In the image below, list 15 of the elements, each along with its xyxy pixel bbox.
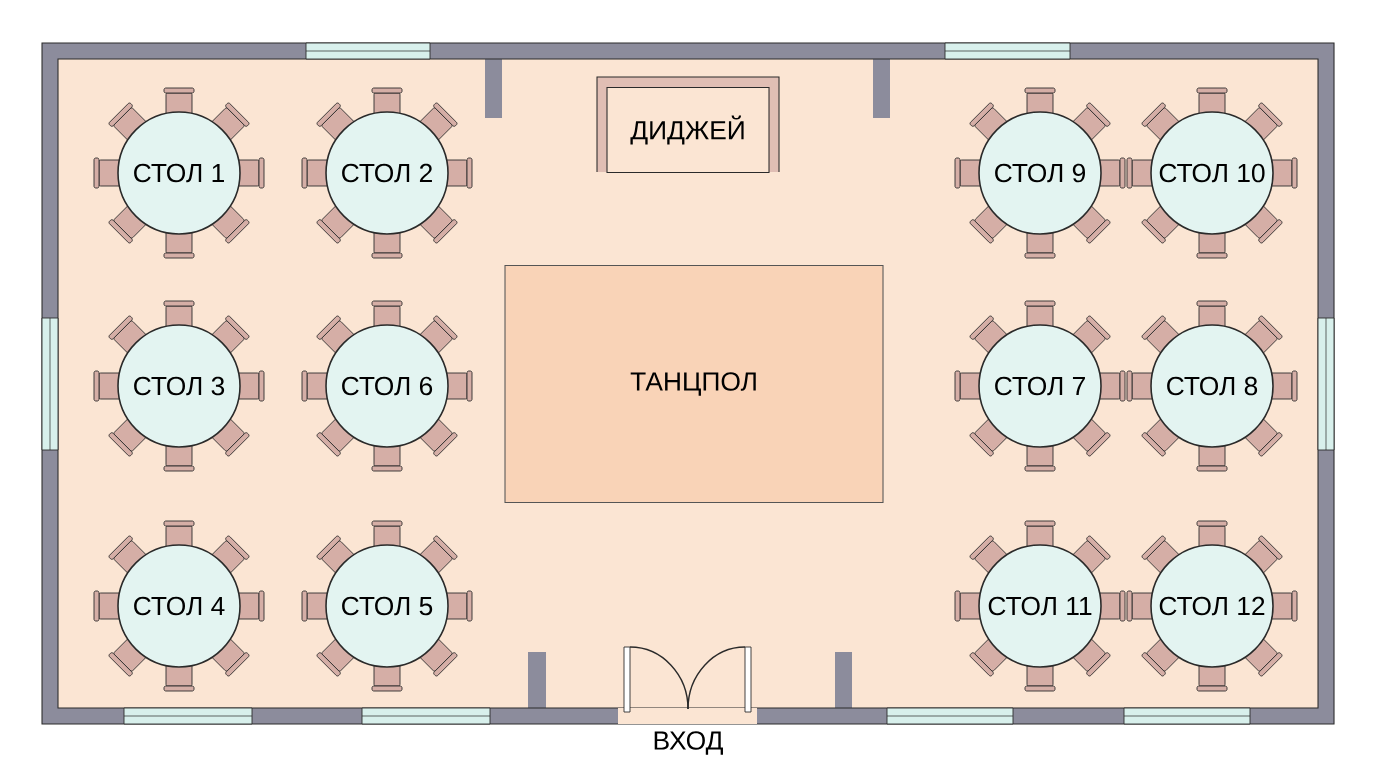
- round-table: СТОЛ 3: [117, 324, 241, 448]
- round-table: СТОЛ 2: [325, 111, 449, 235]
- round-table: СТОЛ 11: [978, 544, 1102, 668]
- round-table: СТОЛ 7: [978, 324, 1102, 448]
- round-table: СТОЛ 6: [325, 324, 449, 448]
- round-table: СТОЛ 4: [117, 544, 241, 668]
- dj-booth: ДИДЖЕЙ: [596, 76, 780, 174]
- round-table: СТОЛ 1: [117, 111, 241, 235]
- dance-floor: ТАНЦПОЛ: [504, 265, 884, 504]
- entrance-label: ВХОД: [654, 731, 723, 755]
- round-table: СТОЛ 8: [1150, 324, 1274, 448]
- round-table: СТОЛ 9: [978, 111, 1102, 235]
- round-table: СТОЛ 5: [325, 544, 449, 668]
- round-table: СТОЛ 10: [1150, 111, 1274, 235]
- round-table: СТОЛ 12: [1150, 544, 1274, 668]
